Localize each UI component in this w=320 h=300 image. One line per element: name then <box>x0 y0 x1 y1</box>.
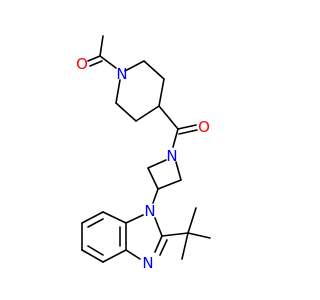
benzene-bond-2 <box>81 211 104 224</box>
atom-o-acetyl: O <box>76 55 88 73</box>
bond-carbonyl-o-a <box>177 124 197 130</box>
bond-methyl-down <box>181 232 189 260</box>
piperidine-ring <box>115 60 165 122</box>
bond-c-n <box>99 55 117 69</box>
piperidine-bond-4 <box>135 105 160 122</box>
imidazole-c2-n3-b <box>159 239 168 256</box>
atom-o-carbonyl: O <box>198 118 210 136</box>
atom-labels: O N O N N N <box>76 55 210 272</box>
benzene-bond-1 <box>102 211 127 224</box>
azetidine-bond-3 <box>157 179 182 190</box>
piperidine-bond-2 <box>143 60 165 80</box>
imidazole-c2-n3-a <box>154 235 163 253</box>
atom-n-benzimidazole-3: N <box>142 254 153 272</box>
bond-carbonyl-o-b <box>178 129 198 135</box>
benzene-bond-4-inner <box>87 245 104 256</box>
benzene-bond-2-inner <box>87 218 104 228</box>
imidazole-n1-c2 <box>154 217 163 237</box>
piperidine-bond-3 <box>158 78 165 107</box>
bond-c-o-double-b <box>89 60 103 67</box>
bond-azetidine-to-benzimidazole <box>152 188 159 204</box>
benzene-bond-4 <box>81 249 104 263</box>
bond-methyl-right <box>187 232 211 239</box>
bond-carbonyl-n <box>172 128 179 148</box>
azetidine-bond-4 <box>175 161 182 181</box>
benzene-bond-5 <box>102 249 127 263</box>
bond-ring-to-carbonyl <box>158 105 179 130</box>
azetidine-ring <box>147 159 182 204</box>
atom-n-benzimidazole-1: N <box>144 202 155 220</box>
azetidine-bond-1 <box>147 159 167 169</box>
imidazole-n1-c7a <box>125 214 144 224</box>
piperidine-bond-5 <box>115 102 137 122</box>
bond-c2-quaternary <box>161 232 189 237</box>
atom-n-azetidine: N <box>166 147 177 165</box>
bond-methyl-c <box>99 35 104 57</box>
benzimidazole <box>81 211 168 263</box>
piperidine-bond-1 <box>124 60 145 72</box>
imidazole-n3-c3a <box>125 249 141 260</box>
tert-butyl-group <box>161 207 211 260</box>
molecule-diagram: O N O N N N <box>76 35 211 272</box>
carbonyl-linker <box>158 105 198 148</box>
acetyl-group <box>87 35 117 69</box>
azetidine-bond-2 <box>147 167 159 190</box>
bond-methyl-up <box>187 207 197 234</box>
piperidine-bond-6 <box>115 79 121 104</box>
atom-n-piperidine: N <box>116 65 127 83</box>
structure-drawing: O N O N N N <box>76 35 211 272</box>
bond-c-o-double-a <box>87 55 101 62</box>
